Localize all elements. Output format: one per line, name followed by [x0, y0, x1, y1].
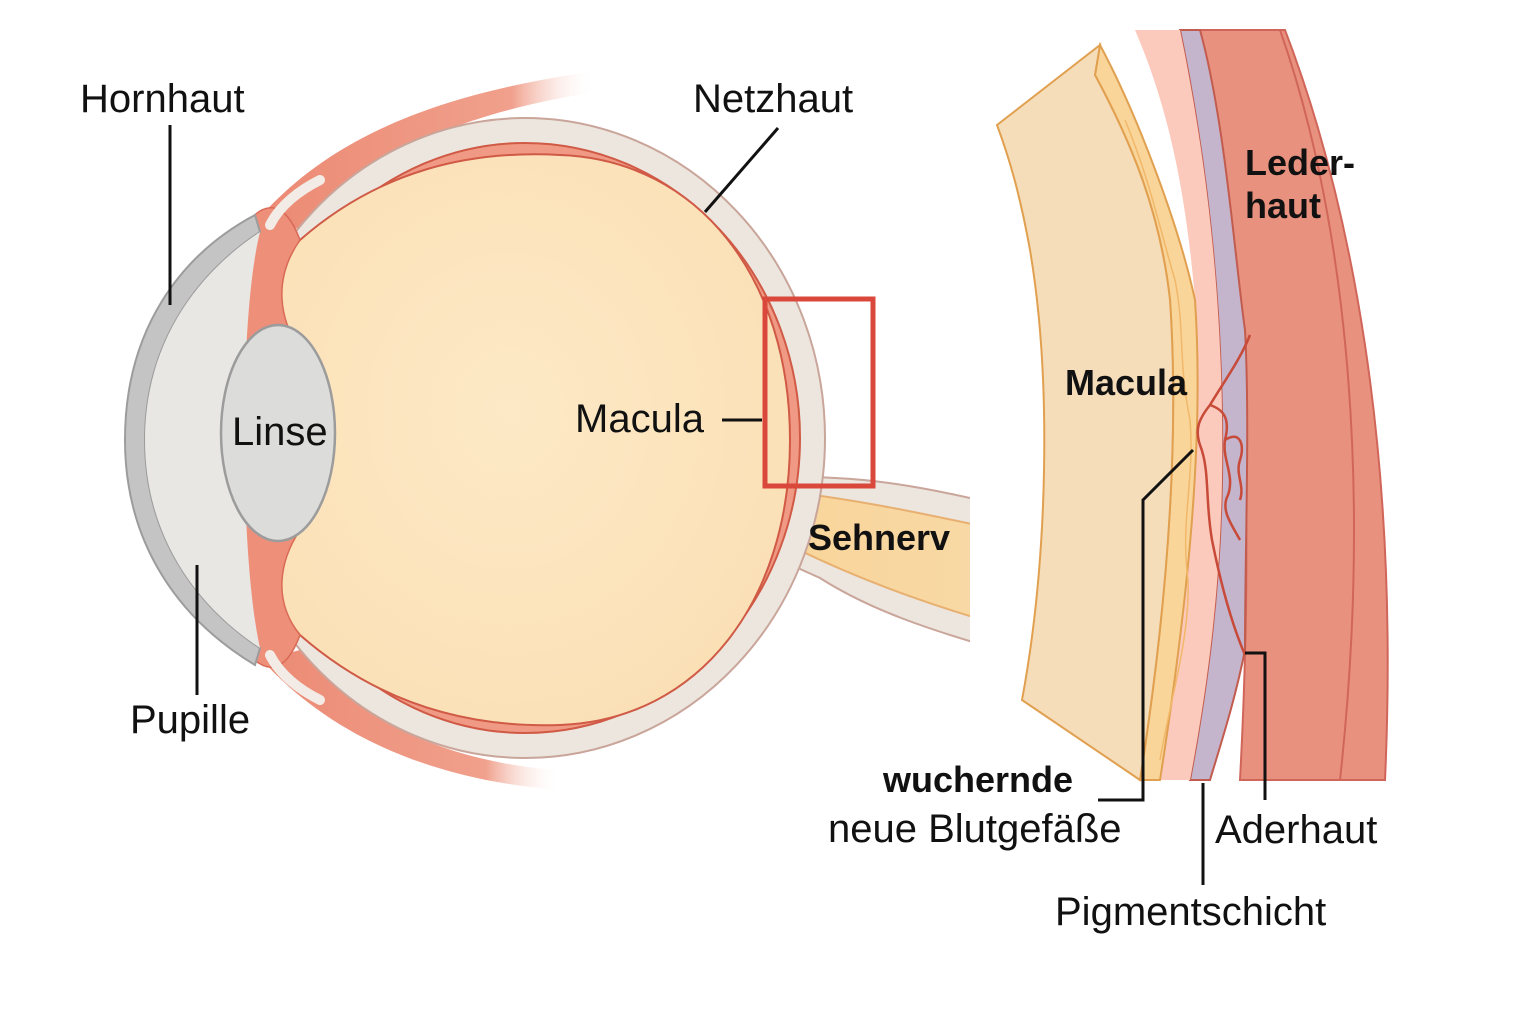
label-new-vessels-line1: wuchernde	[882, 759, 1073, 800]
label-pupil: Pupille	[130, 698, 250, 742]
label-choroid: Aderhaut	[1215, 808, 1377, 852]
label-retina: Netzhaut	[693, 77, 853, 121]
detail-macula-layer	[995, 42, 1175, 782]
label-optic-nerve: Sehnerv	[808, 517, 950, 558]
new-blood-vessels	[1196, 334, 1252, 656]
label-detail-macula: Macula	[1065, 362, 1188, 403]
label-pigment-layer: Pigmentschicht	[1055, 890, 1326, 934]
label-cornea: Hornhaut	[80, 77, 245, 121]
leader-retina	[703, 127, 780, 213]
label-lens: Linse	[232, 410, 328, 454]
macula-detail-section	[995, 29, 1389, 782]
upper-eye-muscle	[262, 72, 595, 230]
retina-fiber-line	[1124, 119, 1192, 761]
eye-cross-section	[123, 72, 970, 790]
label-new-vessels-line2: neue Blutgefäße	[828, 807, 1122, 851]
vessel-branch-1	[1209, 403, 1242, 541]
lower-eye-muscle	[262, 650, 560, 790]
sclera-streak-bottom	[265, 650, 325, 705]
macula-highlight-box	[762, 296, 876, 489]
vessel-branch-2	[1224, 435, 1244, 501]
leader-choroid	[1245, 651, 1267, 800]
eye-labels: Hornhaut Netzhaut Linse Macula Sehnerv P…	[80, 77, 950, 742]
label-macula: Macula	[575, 397, 705, 441]
label-sclera-line1: Leder-	[1245, 142, 1355, 183]
detail-pigment-layer	[1135, 30, 1223, 780]
leader-new-vessels	[1098, 448, 1195, 802]
vessel-main	[1196, 334, 1252, 656]
optic-nerve	[788, 490, 970, 618]
sclera-inner-line	[1279, 29, 1355, 781]
anterior-chamber	[145, 232, 260, 648]
label-sclera-line2: haut	[1245, 185, 1321, 226]
sclera-streak-top	[265, 175, 325, 230]
detail-labels: Leder- haut Macula wuchernde neue Blutge…	[828, 142, 1377, 934]
vitreous-body	[278, 153, 792, 727]
lens	[219, 323, 337, 543]
